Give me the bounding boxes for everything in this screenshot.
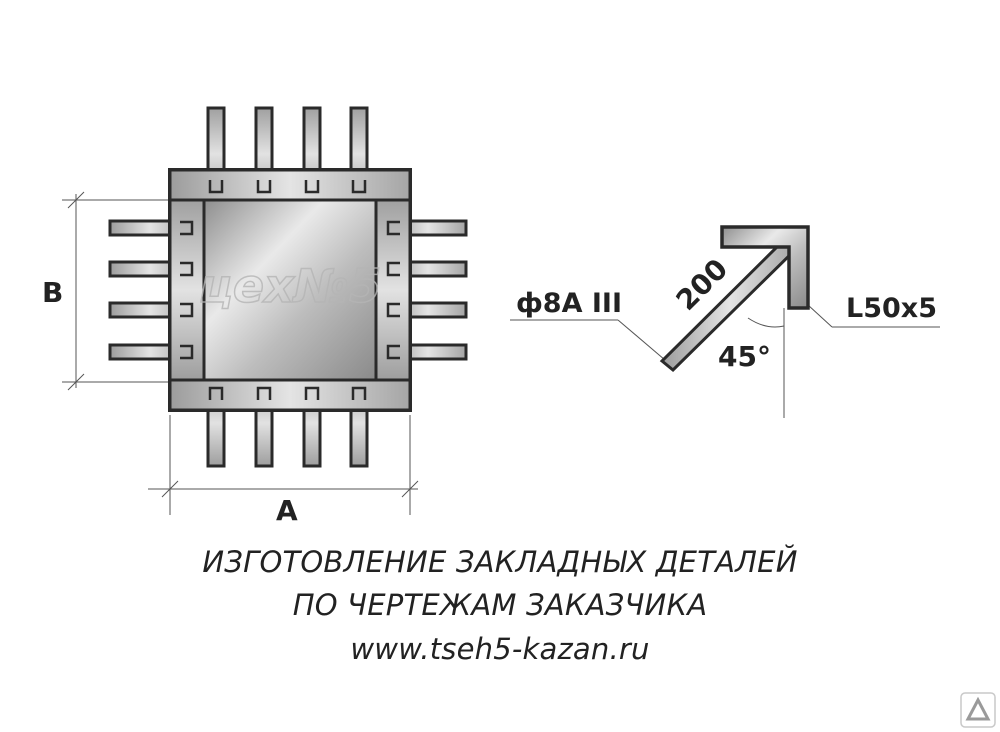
dimension-b-label: B (42, 276, 63, 309)
caption-line-1: ИЗГОТОВЛЕНИЕ ЗАКЛАДНЫХ ДЕТАЛЕЙ (202, 545, 798, 579)
weld-marks (180, 180, 400, 400)
rebar-label: ф8A III (516, 288, 622, 319)
dimension-a-label: A (276, 494, 298, 527)
angle-label: 45° (718, 340, 771, 373)
watermark-text: цех№5 (199, 259, 381, 313)
corner-logo-icon (960, 692, 996, 728)
caption-website: www.tseh5-kazan.ru (350, 632, 650, 666)
angle-profile (720, 225, 810, 310)
caption-line-2: ПО ЧЕРТЕЖАМ ЗАКАЗЧИКА (292, 588, 708, 622)
profile-label: L50x5 (846, 293, 937, 324)
dimension-lines (62, 191, 940, 515)
steel-plate (168, 168, 412, 412)
